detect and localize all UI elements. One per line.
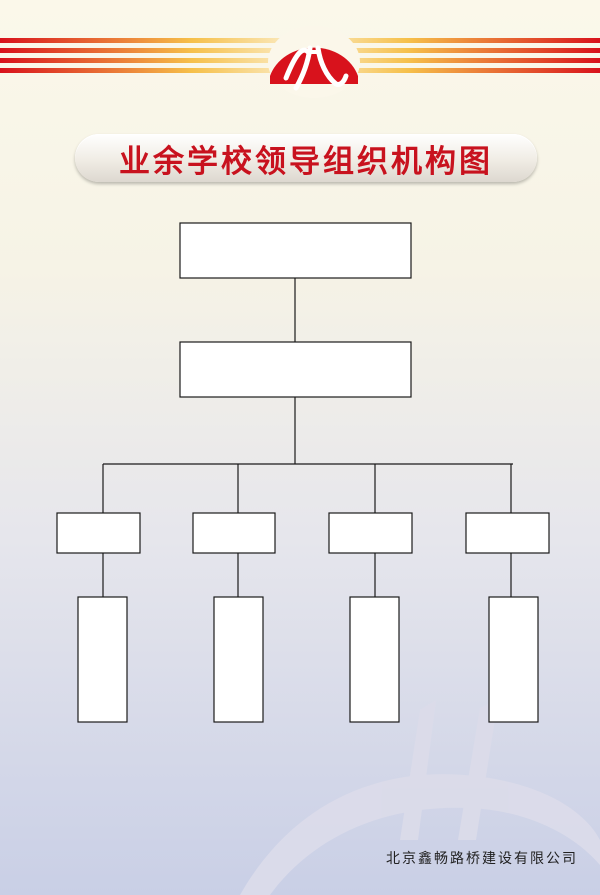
- org-box-level4-1: [77, 596, 128, 723]
- bridge-watermark-icon: [240, 700, 600, 895]
- org-box-level3-3: [328, 512, 413, 554]
- page-title: 业余学校领导组织机构图: [119, 143, 493, 180]
- org-box-level2: [179, 341, 412, 398]
- org-box-level4-2: [213, 596, 264, 723]
- title-banner: 业余学校领导组织机构图: [75, 134, 537, 182]
- org-box-level3-2: [192, 512, 276, 554]
- org-box-level1: [179, 222, 412, 279]
- org-box-level4-4: [488, 596, 539, 723]
- org-box-level3-1: [56, 512, 141, 554]
- railway-logo-icon: [268, 26, 360, 98]
- org-box-level4-3: [349, 596, 400, 723]
- company-name: 北京鑫畅路桥建设有限公司: [386, 851, 578, 867]
- org-box-level3-4: [465, 512, 550, 554]
